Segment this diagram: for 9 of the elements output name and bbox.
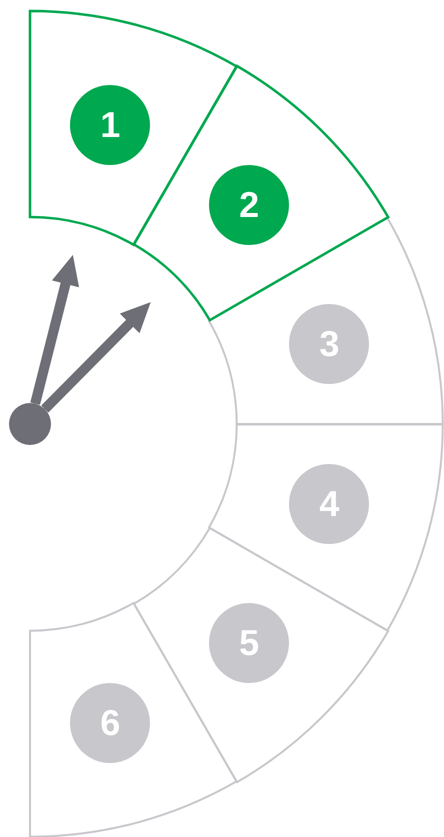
- pivot-dot: [9, 403, 51, 445]
- step-number: 2: [209, 164, 290, 245]
- step-number: 5: [209, 603, 290, 684]
- step-number: 1: [70, 84, 150, 165]
- hand-arrow: [30, 254, 80, 405]
- step-number: 3: [289, 304, 370, 384]
- hand-arrow: [41, 302, 151, 413]
- step-number: 6: [70, 683, 150, 764]
- step-number: 4: [289, 464, 370, 544]
